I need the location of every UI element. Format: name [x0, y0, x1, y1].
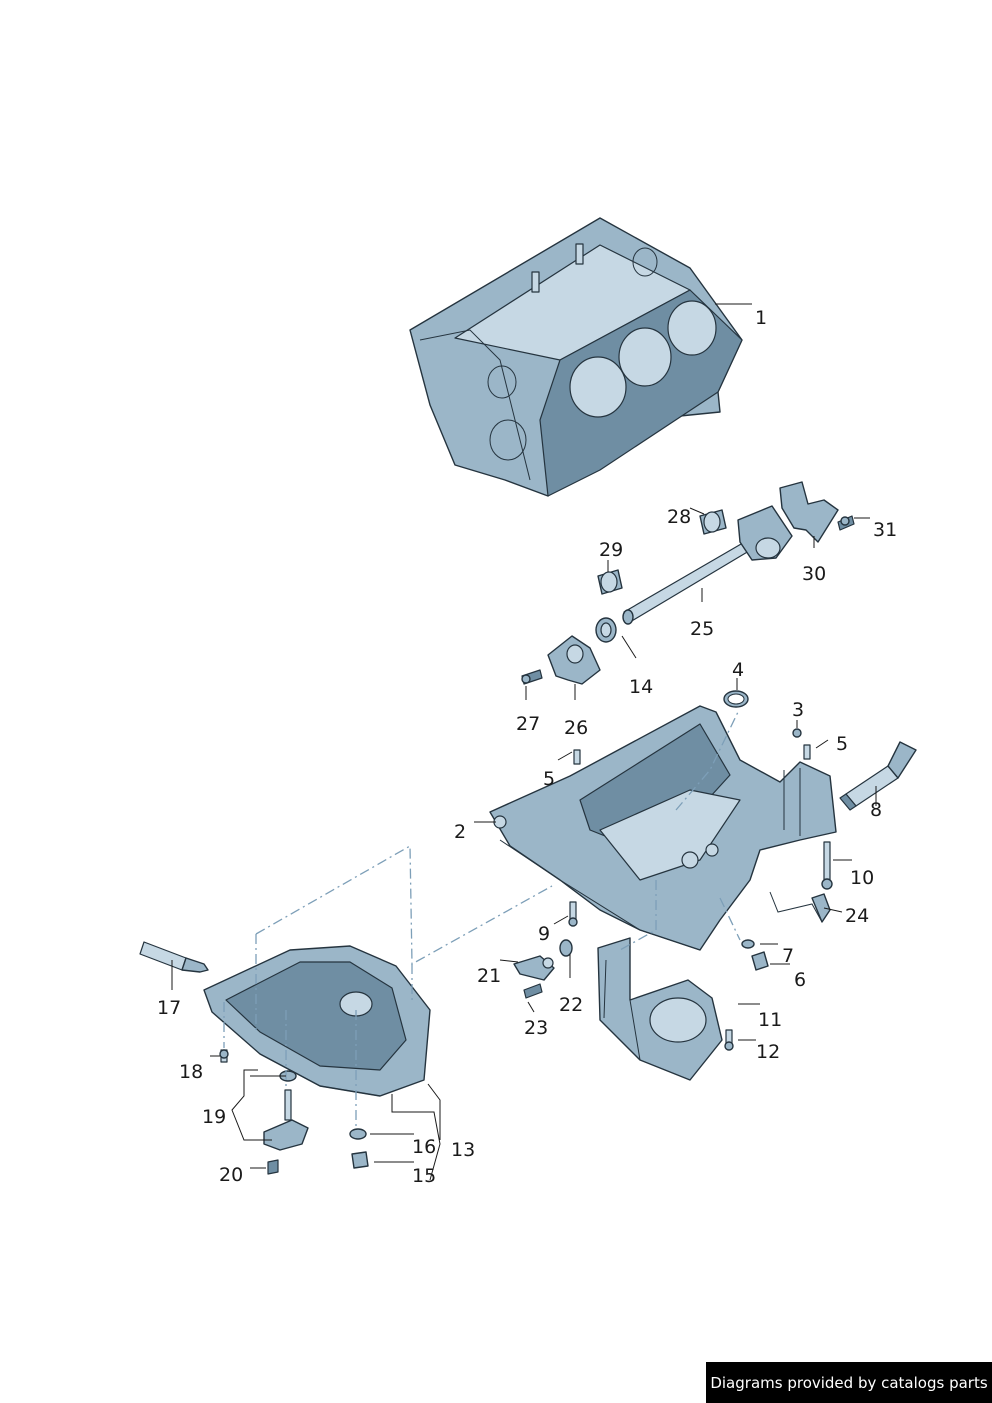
bolt-20: [267, 1159, 279, 1175]
pipe-24: [769, 891, 831, 923]
dowel-3: [792, 728, 802, 738]
bolt-9: [568, 901, 578, 927]
callouts: 1 2 3 4 5 5 6 7 8 9 10 11 12 13 14 15 16…: [157, 307, 897, 1187]
callout-18: 18: [179, 1061, 203, 1083]
bolt-18: [219, 1049, 229, 1063]
callout-26: 26: [564, 717, 588, 739]
callout-21: 21: [477, 965, 501, 987]
callout-22: 22: [559, 994, 583, 1016]
leader-lines: [171, 303, 877, 1181]
callout-11: 11: [758, 1009, 782, 1031]
credit-banner: Diagrams provided by catalogs parts: [706, 1362, 992, 1403]
callout-10: 10: [850, 867, 874, 889]
o-ring-7: [741, 939, 755, 949]
bearing-29: [597, 569, 623, 595]
callout-23: 23: [524, 1017, 548, 1039]
callout-25: 25: [690, 618, 714, 640]
callout-31: 31: [873, 519, 897, 541]
baffle-11: [597, 937, 723, 1081]
callout-13: 13: [451, 1139, 475, 1161]
callout-14: 14: [629, 676, 653, 698]
callout-28: 28: [667, 506, 691, 528]
callout-8: 8: [870, 799, 882, 821]
credit-text: Diagrams provided by catalogs parts: [710, 1373, 988, 1392]
callout-24: 24: [845, 905, 869, 927]
dowel-5-right: [803, 744, 811, 760]
callout-2: 2: [454, 821, 466, 843]
callout-12: 12: [756, 1041, 780, 1063]
upper-oil-pan: [489, 705, 837, 951]
balance-shaft-assembly: [622, 505, 793, 625]
callout-27: 27: [516, 713, 540, 735]
bolt-27: [521, 669, 543, 685]
callout-19: 19: [202, 1106, 226, 1128]
oil-level-sensor: [263, 1089, 309, 1151]
callout-5-left: 5: [543, 768, 555, 790]
bracket-30: [779, 481, 839, 543]
callout-6: 6: [794, 969, 806, 991]
assembly-lines: [223, 711, 741, 1130]
bolt-23: [523, 983, 543, 999]
callout-9: 9: [538, 923, 550, 945]
seal-16: [349, 1128, 367, 1140]
callout-20: 20: [219, 1164, 243, 1186]
bearing-cap-26: [547, 635, 601, 685]
seal-22: [559, 939, 573, 957]
drain-plug-15: [351, 1151, 369, 1169]
callout-3: 3: [792, 699, 804, 721]
callout-5-right: 5: [836, 733, 848, 755]
bolt-12: [724, 1029, 734, 1051]
callout-29: 29: [599, 539, 623, 561]
callout-4: 4: [732, 659, 744, 681]
callout-1: 1: [755, 307, 767, 329]
callout-30: 30: [802, 563, 826, 585]
bolt-10: [821, 841, 833, 890]
sensor-21: [513, 955, 555, 981]
lower-oil-pan: [203, 945, 431, 1097]
dowel-5-left: [573, 749, 581, 765]
sealant-tube-17: [139, 941, 209, 973]
callout-15: 15: [412, 1165, 436, 1187]
seal-14: [595, 617, 617, 643]
sealant-tube-8: [839, 741, 917, 811]
engine-block: [409, 217, 743, 497]
bolt-31: [837, 515, 855, 531]
callout-16: 16: [412, 1136, 436, 1158]
bearing-28: [699, 509, 727, 535]
callout-7: 7: [782, 945, 794, 967]
callout-17: 17: [157, 997, 181, 1019]
o-ring-4: [723, 690, 749, 708]
plug-6: [751, 951, 769, 971]
